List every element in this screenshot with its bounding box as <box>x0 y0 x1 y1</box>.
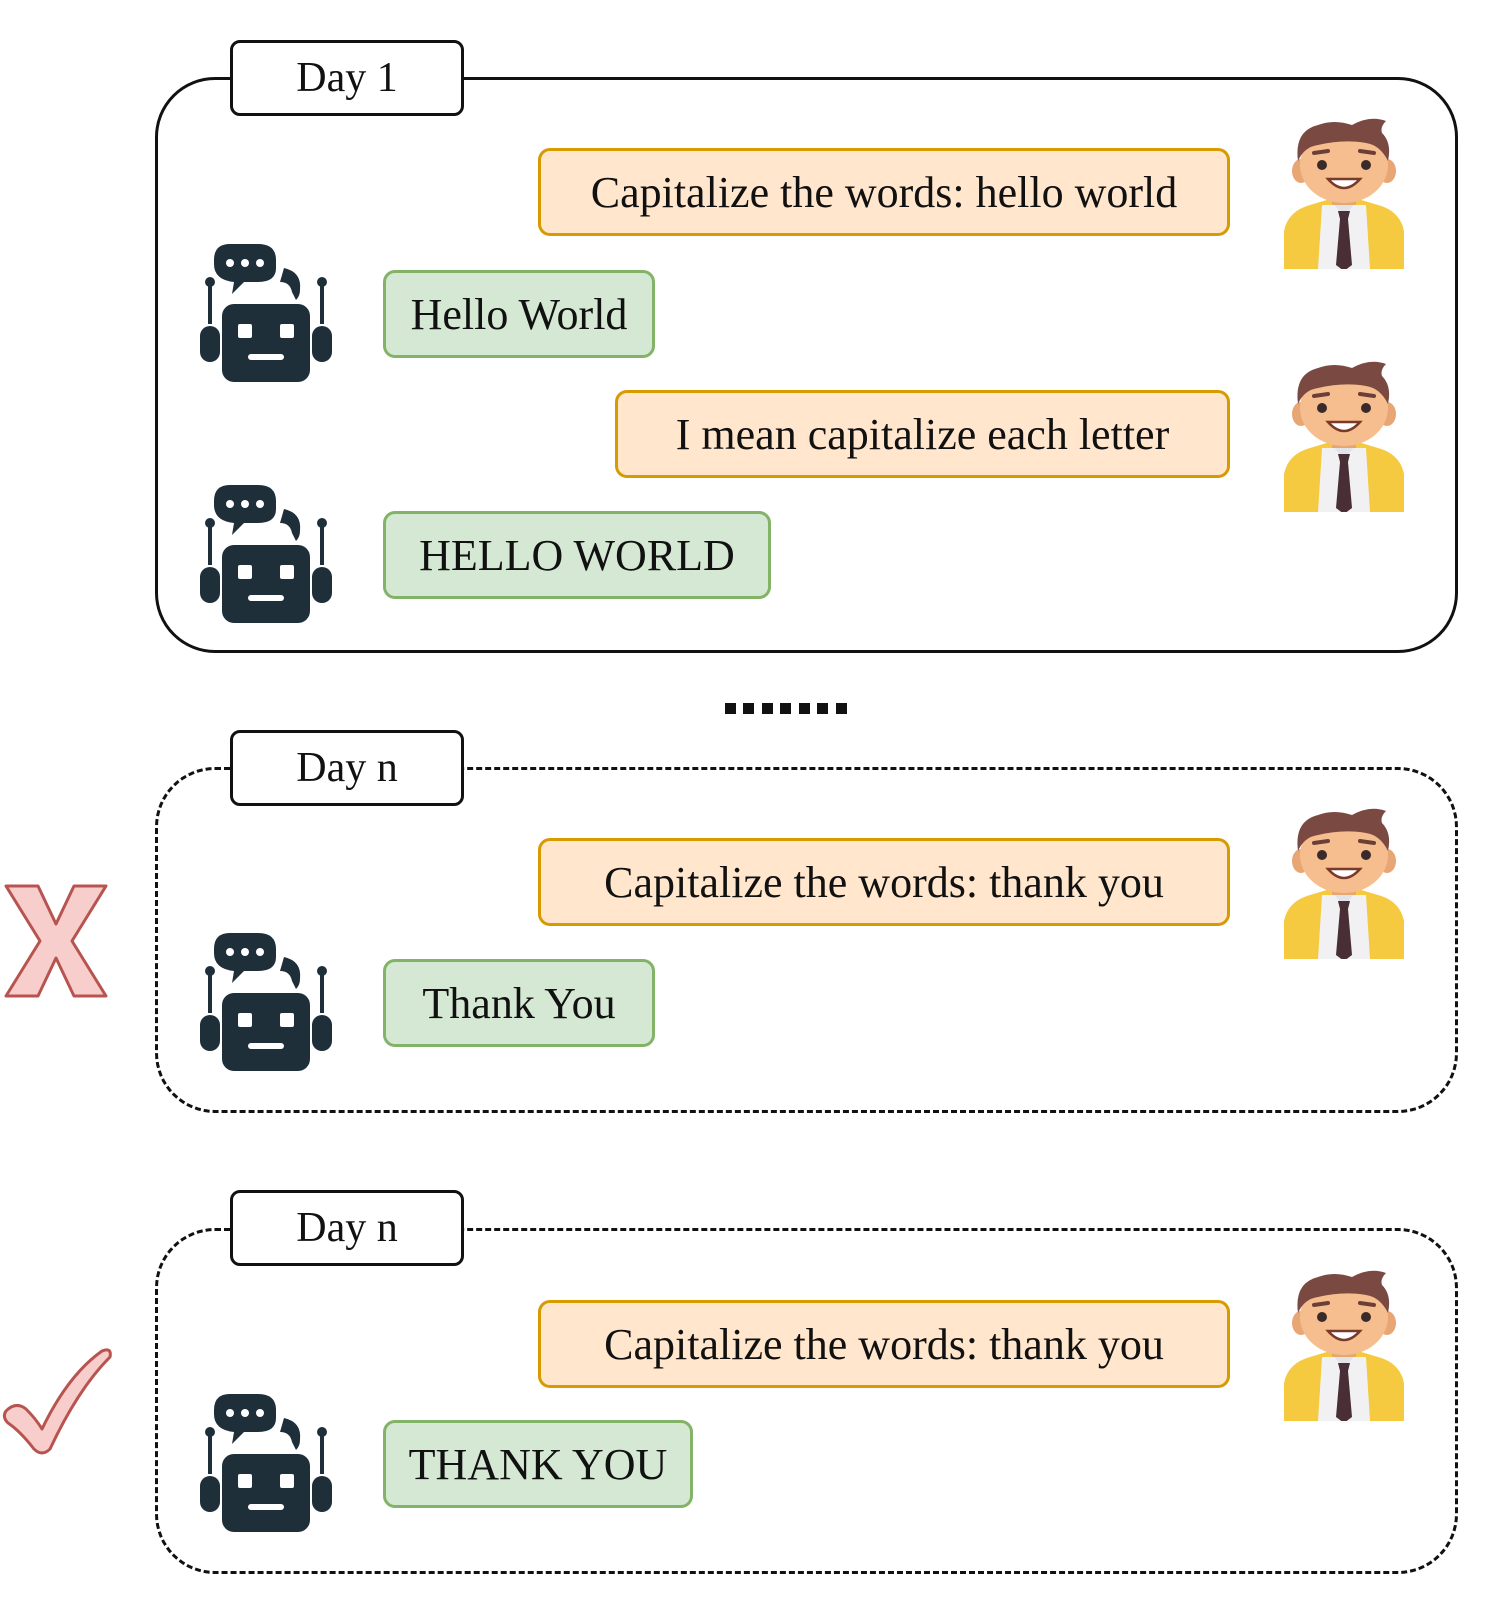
day-n-panel-incorrect <box>155 767 1458 1113</box>
robot-chat-icon <box>200 1392 332 1532</box>
businessman-avatar-icon <box>1282 113 1406 269</box>
robot-chat-icon <box>200 242 332 382</box>
assistant-message: HELLO WORLD <box>383 511 771 599</box>
assistant-message: THANK YOU <box>383 1420 693 1508</box>
businessman-avatar-icon <box>1282 1265 1406 1421</box>
user-message: Capitalize the words: thank you <box>538 838 1230 926</box>
ellipsis-dots <box>725 703 847 714</box>
businessman-avatar-icon <box>1282 803 1406 959</box>
user-message: Capitalize the words: thank you <box>538 1300 1230 1388</box>
user-message: Capitalize the words: hello world <box>538 148 1230 236</box>
cross-mark-icon <box>4 884 108 998</box>
day-n-panel-correct <box>155 1228 1458 1574</box>
day-1-panel <box>155 77 1458 653</box>
day-1-label: Day 1 <box>230 40 464 116</box>
robot-chat-icon <box>200 483 332 623</box>
businessman-avatar-icon <box>1282 356 1406 512</box>
day-n-label: Day n <box>230 1190 464 1266</box>
assistant-message: Hello World <box>383 270 655 358</box>
day-n-label: Day n <box>230 730 464 806</box>
check-mark-icon <box>2 1348 112 1455</box>
assistant-message: Thank You <box>383 959 655 1047</box>
user-message: I mean capitalize each letter <box>615 390 1230 478</box>
robot-chat-icon <box>200 931 332 1071</box>
